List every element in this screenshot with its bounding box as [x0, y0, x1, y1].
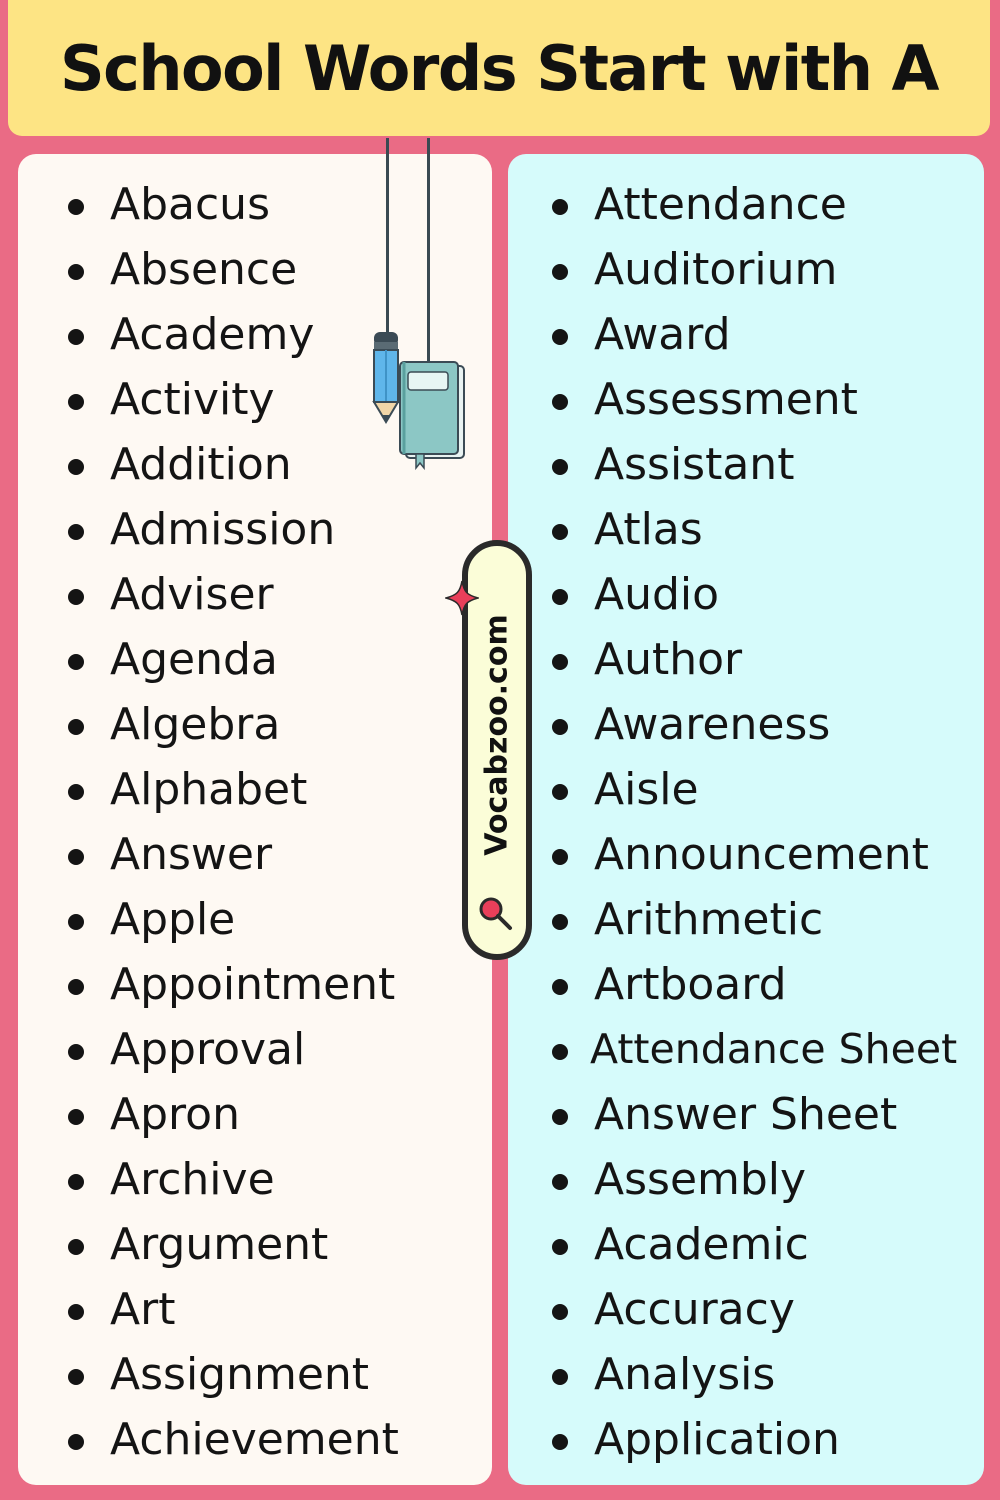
- book-string: [427, 138, 430, 370]
- left-word-item: Academy: [68, 302, 399, 367]
- page-title: School Words Start with A: [59, 31, 940, 105]
- right-word-item: Analysis: [552, 1342, 957, 1407]
- right-word-item: Atlas: [552, 497, 957, 562]
- left-word-item: Absence: [68, 237, 399, 302]
- title-banner: School Words Start with A: [8, 0, 990, 136]
- right-word-item: Artboard: [552, 952, 957, 1017]
- right-word-item: Attendance Sheet: [552, 1017, 957, 1082]
- sparkle-icon: [445, 580, 479, 616]
- right-word-item: Assembly: [552, 1147, 957, 1212]
- pencil-string: [386, 138, 389, 338]
- left-word-item: Apron: [68, 1082, 399, 1147]
- left-word-item: Apple: [68, 887, 399, 952]
- left-word-item: Assignment: [68, 1342, 399, 1407]
- left-word-item: Alphabet: [68, 757, 399, 822]
- right-word-item: Answer Sheet: [552, 1082, 957, 1147]
- right-word-item: Aisle: [552, 757, 957, 822]
- right-word-item: Academic: [552, 1212, 957, 1277]
- right-word-item: Auditorium: [552, 237, 957, 302]
- right-word-item: Award: [552, 302, 957, 367]
- pencil-icon: [372, 332, 400, 424]
- right-word-item: Assistant: [552, 432, 957, 497]
- left-word-item: Achievement: [68, 1407, 399, 1472]
- left-word-item: Algebra: [68, 692, 399, 757]
- left-word-item: Approval: [68, 1017, 399, 1082]
- right-word-item: Accuracy: [552, 1277, 957, 1342]
- left-word-item: Answer: [68, 822, 399, 887]
- left-word-item: Archive: [68, 1147, 399, 1212]
- right-word-item: Attendance: [552, 172, 957, 237]
- right-word-item: Audio: [552, 562, 957, 627]
- left-word-item: Addition: [68, 432, 399, 497]
- magnifier-icon: [479, 897, 512, 930]
- book-icon: [399, 361, 465, 471]
- left-word-item: Art: [68, 1277, 399, 1342]
- left-word-item: Admission: [68, 497, 399, 562]
- left-word-item: Abacus: [68, 172, 399, 237]
- right-word-item: Awareness: [552, 692, 957, 757]
- left-word-item: Activity: [68, 367, 399, 432]
- right-word-item: Author: [552, 627, 957, 692]
- left-word-item: Appointment: [68, 952, 399, 1017]
- left-word-item: Argument: [68, 1212, 399, 1277]
- left-word-item: Agenda: [68, 627, 399, 692]
- left-word-item: Adviser: [68, 562, 399, 627]
- right-word-item: Arithmetic: [552, 887, 957, 952]
- right-word-item: Announcement: [552, 822, 957, 887]
- right-word-item: Assessment: [552, 367, 957, 432]
- right-word-item: Application: [552, 1407, 957, 1472]
- watermark-text: Vocabzoo.com: [479, 614, 515, 856]
- watermark-badge: [462, 540, 532, 960]
